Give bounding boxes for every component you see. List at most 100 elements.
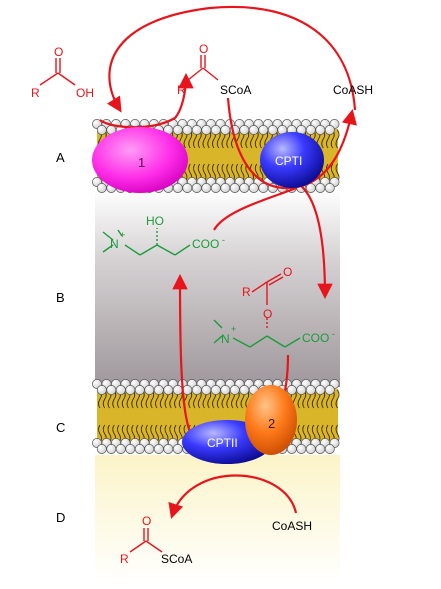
bond xyxy=(57,72,76,86)
carnitine-ho: HO xyxy=(146,214,164,228)
acylcarnitine-r: R xyxy=(242,285,251,299)
carnitine xyxy=(102,228,191,256)
acyl-coa-top-r: R xyxy=(177,83,186,97)
lipid-head xyxy=(172,125,183,135)
lipid-head xyxy=(315,385,326,395)
bond xyxy=(187,67,204,81)
lipid-head xyxy=(258,183,269,193)
lipid-head xyxy=(106,444,117,454)
lipid-head xyxy=(115,385,126,395)
lipid-head xyxy=(210,385,221,395)
acylcarnitine-n: N xyxy=(221,332,230,346)
bond xyxy=(102,244,114,253)
panel-label-c: C xyxy=(56,420,65,435)
lipid-head xyxy=(305,385,316,395)
lipid-head xyxy=(324,385,335,395)
bond xyxy=(139,244,158,256)
bond xyxy=(117,229,123,237)
bond xyxy=(202,67,219,81)
lipid-head xyxy=(172,385,183,395)
lipid-head xyxy=(324,183,335,193)
lipid-head xyxy=(96,385,107,395)
lipid-head xyxy=(296,385,307,395)
arrow-to-carnitine xyxy=(213,186,297,231)
lipid-head xyxy=(96,183,107,193)
acyl-coa-top-o: O xyxy=(199,42,208,56)
panel-label-d: D xyxy=(56,510,65,525)
bond xyxy=(174,244,191,256)
enzyme-2-translocase xyxy=(245,385,297,455)
lipid-head xyxy=(220,125,231,135)
lipid-head xyxy=(144,444,155,454)
lipid-head xyxy=(144,385,155,395)
lipid-head xyxy=(296,444,307,454)
bond xyxy=(124,244,141,256)
intermembrane-space xyxy=(95,190,340,387)
lipid-head xyxy=(201,385,212,395)
fatty-acid-oh: OH xyxy=(76,86,94,100)
arrow-coash-to-acylcoa-bottom xyxy=(168,474,298,519)
bond xyxy=(213,335,223,344)
lipid-head xyxy=(153,444,164,454)
lipid-head xyxy=(305,125,316,135)
lipid-head xyxy=(106,385,117,395)
arrow-to-acylcarnitine xyxy=(299,184,333,300)
lipid-head xyxy=(210,125,221,135)
lipid-head xyxy=(229,385,240,395)
lipid-head xyxy=(315,125,326,135)
lipid-tail xyxy=(335,389,340,444)
bond xyxy=(249,335,268,348)
enzyme-1-label: 1 xyxy=(138,155,145,170)
arrow-fatty-acid-to-acylcoa xyxy=(99,72,194,129)
bond xyxy=(213,319,223,329)
acylcarnitine-coo: COO xyxy=(302,331,329,345)
lipid-head xyxy=(163,444,174,454)
bond xyxy=(129,540,147,553)
lipid-head xyxy=(125,444,136,454)
cpt2-label: CPTII xyxy=(207,436,238,450)
lipid-head xyxy=(229,183,240,193)
bond xyxy=(251,281,268,293)
bond xyxy=(232,337,251,348)
lipid-head xyxy=(191,385,202,395)
lipid-head xyxy=(258,125,269,135)
lipid-head xyxy=(315,444,326,454)
lipid-head xyxy=(305,444,316,454)
lipid-head xyxy=(191,183,202,193)
acylcarnitine-o: O xyxy=(283,265,292,279)
lipid-head xyxy=(220,183,231,193)
lipid-head xyxy=(191,125,202,135)
coash-top: CoASH xyxy=(333,83,373,97)
lipid-head xyxy=(134,385,145,395)
lipid-head xyxy=(163,385,174,395)
acylcarnitine-o2: O xyxy=(263,307,272,321)
coash-bottom: CoASH xyxy=(272,519,312,533)
lipid-tail xyxy=(335,129,340,183)
carnitine-coo: COO xyxy=(192,237,219,251)
lipid-head xyxy=(172,183,183,193)
lipid-head xyxy=(210,183,221,193)
arrow-acylcoa-to-cpt1 xyxy=(226,97,357,190)
acyl-coa-bottom-r: R xyxy=(120,552,129,566)
enzyme-2-label: 2 xyxy=(268,416,275,431)
lipid-head xyxy=(96,444,107,454)
panel-label-b: B xyxy=(56,290,65,305)
acyl-coa-bottom xyxy=(129,528,163,553)
lipid-head xyxy=(324,125,335,135)
acyl-coa-top xyxy=(187,55,219,81)
fatty-acid xyxy=(39,58,76,86)
arrow-coash-recycle-top xyxy=(106,5,357,113)
lipid-head xyxy=(182,183,193,193)
bond xyxy=(266,273,282,283)
fatty-acid-r: R xyxy=(31,86,40,100)
acyl-coa-bottom-o: O xyxy=(142,514,151,528)
acyl-coa-bottom-scoa: SCoA xyxy=(161,552,192,566)
lipid-head xyxy=(134,444,145,454)
acylcarnitine-plus: + xyxy=(231,324,236,334)
panel-label-a: A xyxy=(56,150,65,165)
acyl-coa-top-scoa: SCoA xyxy=(220,83,251,97)
lipid-head xyxy=(153,385,164,395)
lipid-head xyxy=(286,385,297,395)
